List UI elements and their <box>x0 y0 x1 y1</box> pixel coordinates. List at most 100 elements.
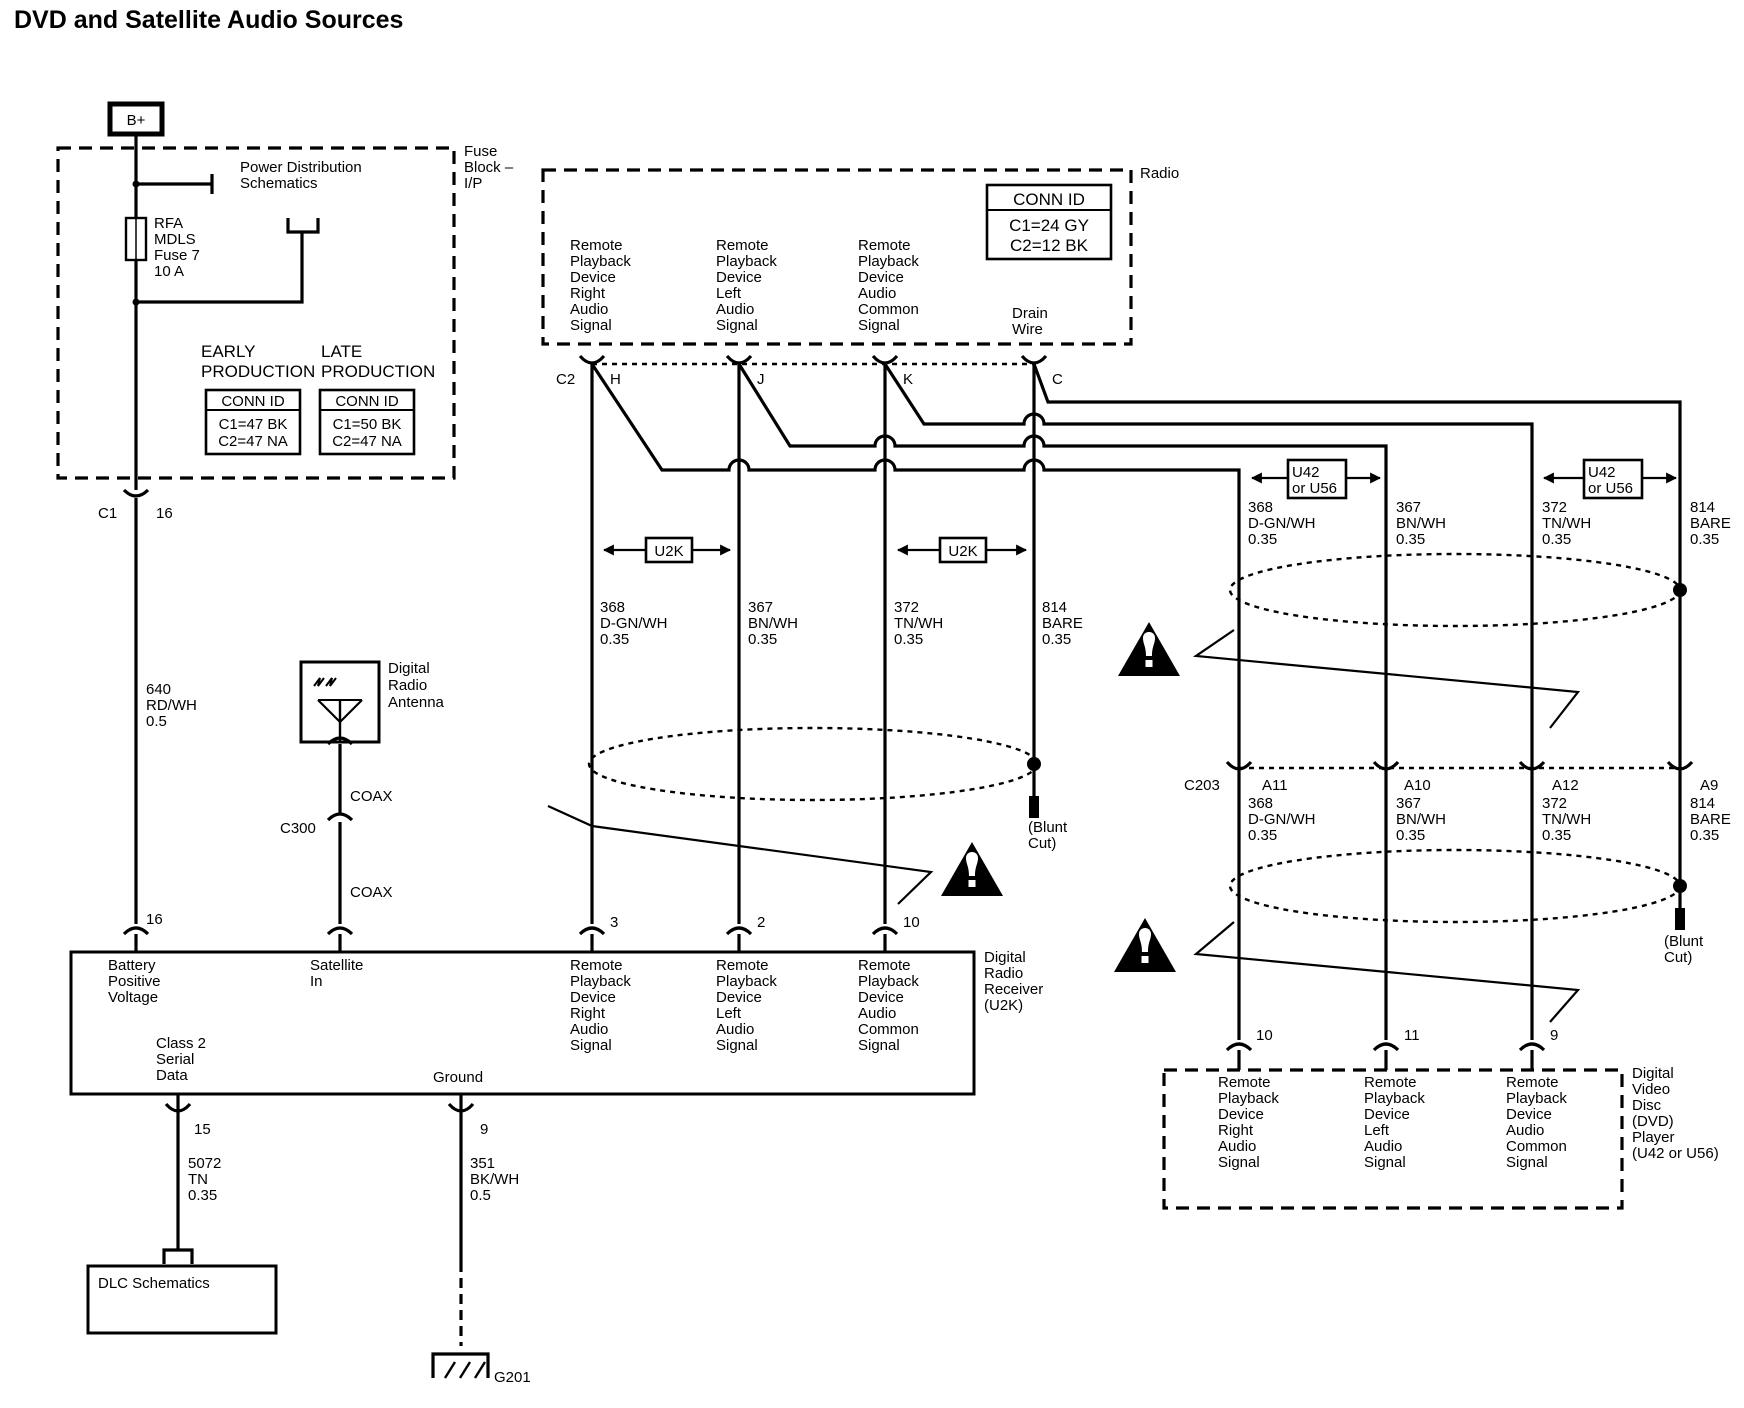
dvd-name-4: (DVD) <box>1632 1113 1674 1130</box>
dvd-pin-10: 10 <box>1256 1027 1273 1044</box>
dvd-sig-l-1: Remote <box>1364 1074 1417 1091</box>
late-conn-id-3: C2=47 NA <box>332 433 402 450</box>
power-dist-label-2: Schematics <box>240 175 318 192</box>
fuse-label-3: Fuse 7 <box>154 247 200 264</box>
dvd-pin-9: 9 <box>1550 1027 1558 1044</box>
c203-372-3: 0.35 <box>1542 827 1571 844</box>
rx-sig-l-3: Device <box>716 989 762 1006</box>
c203-368-2: D-GN/WH <box>1248 811 1316 828</box>
rx-pin-10: 10 <box>903 914 920 931</box>
c1-connector <box>122 488 150 498</box>
blunt-cut-left-icon <box>1029 796 1039 818</box>
g201-label: G201 <box>494 1369 531 1386</box>
radio-sig-r-1: Remote <box>570 237 623 254</box>
blunt-cut-right-2: Cut) <box>1664 949 1692 966</box>
diagram-title: DVD and Satellite Audio Sources <box>14 6 403 34</box>
c203-814-3: 0.35 <box>1690 827 1719 844</box>
early-conn-id-2: C1=47 BK <box>219 416 288 433</box>
dvd-option-1a: U42 <box>1292 464 1320 481</box>
lw-814-2: BARE <box>1042 615 1083 632</box>
late-conn-id-2: C1=50 BK <box>333 416 402 433</box>
c2-pin-h: H <box>610 371 621 388</box>
early-conn-id-3: C2=47 NA <box>218 433 288 450</box>
radio-drain-1: Drain <box>1012 305 1048 322</box>
left-branch-wire <box>737 363 1388 768</box>
lw-372-3: 0.35 <box>894 631 923 648</box>
dvd-sig-c-3: Device <box>1506 1106 1552 1123</box>
blunt-cut-right-1: (Blunt <box>1664 933 1704 950</box>
rx-sig-c-6: Signal <box>858 1037 900 1054</box>
rx-pin-2: 2 <box>757 914 765 931</box>
fuse-label-1: RFA <box>154 215 183 232</box>
rx-sig-l-6: Signal <box>716 1037 758 1054</box>
serial-wire-1: 5072 <box>188 1155 221 1172</box>
c203-pin-a11: A11 <box>1262 777 1288 794</box>
early-label-2: PRODUCTION <box>201 362 315 381</box>
radio-sig-l-6: Signal <box>716 317 758 334</box>
shield-ellipse-left <box>587 726 1039 802</box>
rw-372-1: 372 <box>1542 499 1567 516</box>
antenna-icon <box>313 677 363 742</box>
blunt-cut-left-2: Cut) <box>1028 835 1056 852</box>
c203-814-2: BARE <box>1690 811 1731 828</box>
c2-label: C2 <box>556 371 575 388</box>
c2-pin-c: C <box>1052 371 1063 388</box>
rx-sig-l-2: Playback <box>716 973 777 990</box>
dvd-sig-r-4: Right <box>1218 1122 1254 1139</box>
dvd-sig-c-2: Playback <box>1506 1090 1567 1107</box>
dvd-name-6: (U42 or U56) <box>1632 1145 1719 1162</box>
rw-368-1: 368 <box>1248 499 1273 516</box>
rx-pin-3: 3 <box>610 914 618 931</box>
dvd-sig-l-2: Playback <box>1364 1090 1425 1107</box>
radio-sig-r-2: Playback <box>570 253 631 270</box>
late-label-2: PRODUCTION <box>321 362 435 381</box>
rx-sig-r-2: Playback <box>570 973 631 990</box>
radio-sig-c-6: Signal <box>858 317 900 334</box>
radio-sig-c-2: Playback <box>858 253 919 270</box>
antenna-label-3: Antenna <box>388 694 445 711</box>
dvd-name-3: Disc <box>1632 1097 1662 1114</box>
c1-pin: 16 <box>156 505 173 522</box>
warning-icon <box>1118 622 1180 676</box>
dvd-pin-11: 11 <box>1404 1027 1420 1044</box>
radio-sig-l-1: Remote <box>716 237 769 254</box>
c203-pin-a9: A9 <box>1700 777 1718 794</box>
lw-368-2: D-GN/WH <box>600 615 668 632</box>
serial-wire-2: TN <box>188 1171 208 1188</box>
rx-sig-l-5: Audio <box>716 1021 754 1038</box>
rx-satellite-2: In <box>310 973 323 990</box>
rx-sig-c-4: Audio <box>858 1005 896 1022</box>
fuse-block-label-1: Fuse <box>464 143 497 160</box>
rx-sig-c-5: Common <box>858 1021 919 1038</box>
rx-satellite-1: Satellite <box>310 957 363 974</box>
rx-name-2: Radio <box>984 965 1023 982</box>
radio-conn-id-1: CONN ID <box>1013 190 1085 209</box>
fuse-label-4: 10 A <box>154 263 184 280</box>
dvd-name-1: Digital <box>1632 1065 1674 1082</box>
antenna-label-1: Digital <box>388 660 430 677</box>
dvd-sig-c-6: Signal <box>1506 1154 1548 1171</box>
rw-367-3: 0.35 <box>1396 531 1425 548</box>
coax-label-2: COAX <box>350 884 393 901</box>
ground-wire-2: BK/WH <box>470 1171 519 1188</box>
radio-conn-id-3: C2=12 BK <box>1010 236 1089 255</box>
rw-372-2: TN/WH <box>1542 515 1591 532</box>
radio-conn-id-2: C1=24 GY <box>1009 216 1089 235</box>
ground-wire-1: 351 <box>470 1155 495 1172</box>
lw-368-3: 0.35 <box>600 631 629 648</box>
antenna-label-2: Radio <box>388 677 427 694</box>
c203-372-1: 372 <box>1542 795 1567 812</box>
lw-368-1: 368 <box>600 599 625 616</box>
dvd-sig-r-3: Device <box>1218 1106 1264 1123</box>
rw-814-1: 814 <box>1690 499 1715 516</box>
c203-367-1: 367 <box>1396 795 1421 812</box>
dvd-sig-c-5: Common <box>1506 1138 1567 1155</box>
c2-pin-j: J <box>757 371 765 388</box>
ground-icon <box>431 1352 490 1379</box>
lw-367-1: 367 <box>748 599 773 616</box>
rx-class2-1: Class 2 <box>156 1035 206 1052</box>
rw-368-3: 0.35 <box>1248 531 1277 548</box>
rw-814-3: 0.35 <box>1690 531 1719 548</box>
c300-label: C300 <box>280 820 316 837</box>
lw-814-1: 814 <box>1042 599 1067 616</box>
